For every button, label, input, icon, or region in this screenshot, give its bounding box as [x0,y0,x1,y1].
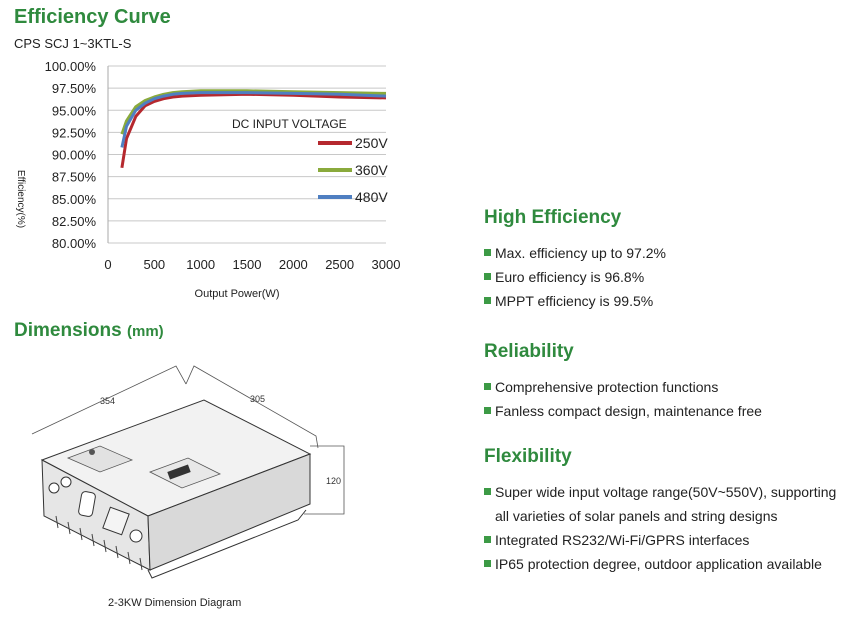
x-tick-label: 500 [143,257,165,272]
legend-label: 480V [355,189,388,205]
chart-grid [107,65,386,244]
legend-label: 360V [355,162,388,178]
reliability-list: Comprehensive protection functions Fanle… [484,375,762,423]
list-item: Euro efficiency is 96.8% [484,265,666,289]
x-tick-label: 2000 [279,257,308,272]
section-flexibility: Flexibility Super wide input voltage ran… [484,446,836,576]
list-item: IP65 protection degree, outdoor applicat… [484,552,836,576]
y-tick-label: 100.00% [45,59,97,74]
high-efficiency-title: High Efficiency [484,207,622,228]
dimension-caption: 2-3KW Dimension Diagram [108,597,242,609]
reliability-title: Reliability [484,341,574,362]
list-item: all varieties of solar panels and string… [495,508,778,524]
x-tick-label: 1500 [233,257,262,272]
y-tick-label: 92.50% [52,125,97,140]
list-item: Fanless compact design, maintenance free [484,399,762,423]
dimension-lines [31,365,345,515]
list-item: Integrated RS232/Wi-Fi/GPRS interfaces [484,528,836,552]
legend-title: DC INPUT VOLTAGE [232,117,347,131]
y-tick-label: 95.00% [52,103,97,118]
y-axis-label: Efficiency(%) [15,170,26,228]
legend-label: 250V [355,135,388,151]
dimensions-title: Dimensions (mm) [14,320,164,342]
dimensions-unit: (mm) [126,323,164,340]
y-tick-label: 97.50% [52,81,97,96]
list-item: Max. efficiency up to 97.2% [484,241,666,265]
dimensions-title-text: Dimensions [14,320,122,341]
chart-legend: DC INPUT VOLTAGE 250V 360V 480V [232,117,388,205]
x-tick-label: 2500 [325,257,354,272]
width-dimension: 354 [100,396,115,406]
y-tick-label: 87.50% [52,170,97,185]
list-item: MPPT efficiency is 99.5% [484,289,666,313]
efficiency-subtitle: CPS SCJ 1~3KTL-S [14,36,132,51]
section-reliability: Reliability Comprehensive protection fun… [484,341,762,423]
inverter-dimension-diagram: 354 305 120 [31,365,345,579]
y-tick-label: 85.00% [52,192,97,207]
x-tick-label: 1000 [186,257,215,272]
y-tick-labels: 80.00% 82.50% 85.00% 87.50% 90.00% 92.50% 95.0… [45,59,97,251]
x-axis-label: Output Power(W) [195,288,280,300]
x-tick-labels: 0 500 1000 1500 2000 2500 3000 [104,257,400,272]
depth-dimension: 305 [250,394,265,404]
y-tick-label: 80.00% [52,236,97,251]
series-line-250V [120,92,387,169]
y-tick-label: 90.00% [52,148,97,163]
inverter-body [40,399,312,579]
series-line-360V [120,89,387,135]
efficiency-title: Efficiency Curve [14,6,171,28]
chart-series [120,89,387,169]
y-tick-label: 82.50% [52,214,97,229]
list-item: Super wide input voltage range(50V~550V)… [484,480,836,504]
height-dimension: 120 [326,476,341,486]
list-item: Comprehensive protection functions [484,375,762,399]
flexibility-list: Super wide input voltage range(50V~550V)… [484,480,836,576]
high-efficiency-list: Max. efficiency up to 97.2% Euro efficie… [484,241,666,313]
x-tick-label: 0 [104,257,111,272]
series-line-480V [120,91,387,148]
section-high-efficiency: High Efficiency Max. efficiency up to 97… [484,207,666,313]
flexibility-title: Flexibility [484,446,572,467]
x-tick-label: 3000 [372,257,401,272]
efficiency-chart: 80.00% 82.50% 85.00% 87.50% 90.00% 92.50% 95.0… [15,59,400,300]
